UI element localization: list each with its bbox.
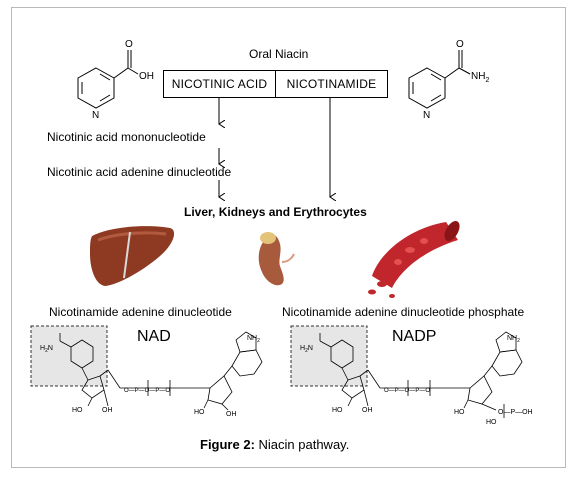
ring-nitrogen-label-2: N [423,110,430,121]
nad-amide-label: H2N [40,345,53,354]
nad-ho-label: HO [72,407,83,414]
nad-abbr: NAD [137,328,171,345]
caption-label: Figure 2: [200,437,255,452]
liver-illustration [90,226,175,286]
nad-oh-label-2: OH [226,411,237,418]
organs-label: Liver, Kidneys and Erythrocytes [184,205,367,219]
caption-text: Niacin pathway. [254,437,350,452]
nad-oh-label: OH [102,407,113,414]
nadp-phosphate-chain: O—P—O—P—O [384,388,430,394]
nadp-abbr: NADP [392,328,437,345]
nadp-phosphate-group: O—P—OH [498,409,533,416]
nadp-phosphate-ho: HO [486,419,497,426]
step-dinucleotide: Nicotinic acid adenine dinucleotide [47,165,232,179]
nadp-amine-label: NH2 [507,335,520,344]
niacin-forms-box: NICOTINIC ACID NICOTINAMIDE [163,70,388,98]
nad-name: Nicotinamide adenine dinucleotide [49,305,232,319]
nadp-oh-label: OH [362,407,373,414]
nadp-structure [319,331,523,418]
oral-niacin-label: Oral Niacin [249,47,309,61]
nicotinic-acid-cell: NICOTINIC ACID [171,77,268,91]
figure-caption: Figure 2: Niacin pathway. [200,437,349,452]
nad-nicotinamide-box [30,325,108,387]
amide-o-label: O [456,39,464,50]
nad-amine-label: NH2 [247,335,260,344]
amine-label: NH2 [471,71,489,84]
hydroxyl-label: OH [139,71,154,82]
nadp-nicotinamide-box [290,325,368,387]
step-mononucleotide: Nicotinic acid mononucleotide [47,130,206,144]
nicotinamide-structure [408,50,471,109]
nadp-ho-label: HO [332,407,343,414]
nadp-amide-label: H2N [300,345,313,354]
nadp-name: Nicotinamide adenine dinucleotide phosph… [282,305,525,319]
nad-phosphate-chain: O—P—O—P—O [124,388,170,394]
erythrocytes-illustration [368,221,460,298]
ring-nitrogen-label: N [92,110,99,121]
carbonyl-o-label: O [125,39,133,50]
nicotinic-acid-structure [77,50,139,109]
nad-structure [59,331,263,411]
kidney-illustration [258,232,295,286]
nad-ho-label-2: HO [194,409,205,416]
nadp-ho-label-2: HO [454,409,465,416]
nicotinamide-cell: NICOTINAMIDE [275,71,387,97]
